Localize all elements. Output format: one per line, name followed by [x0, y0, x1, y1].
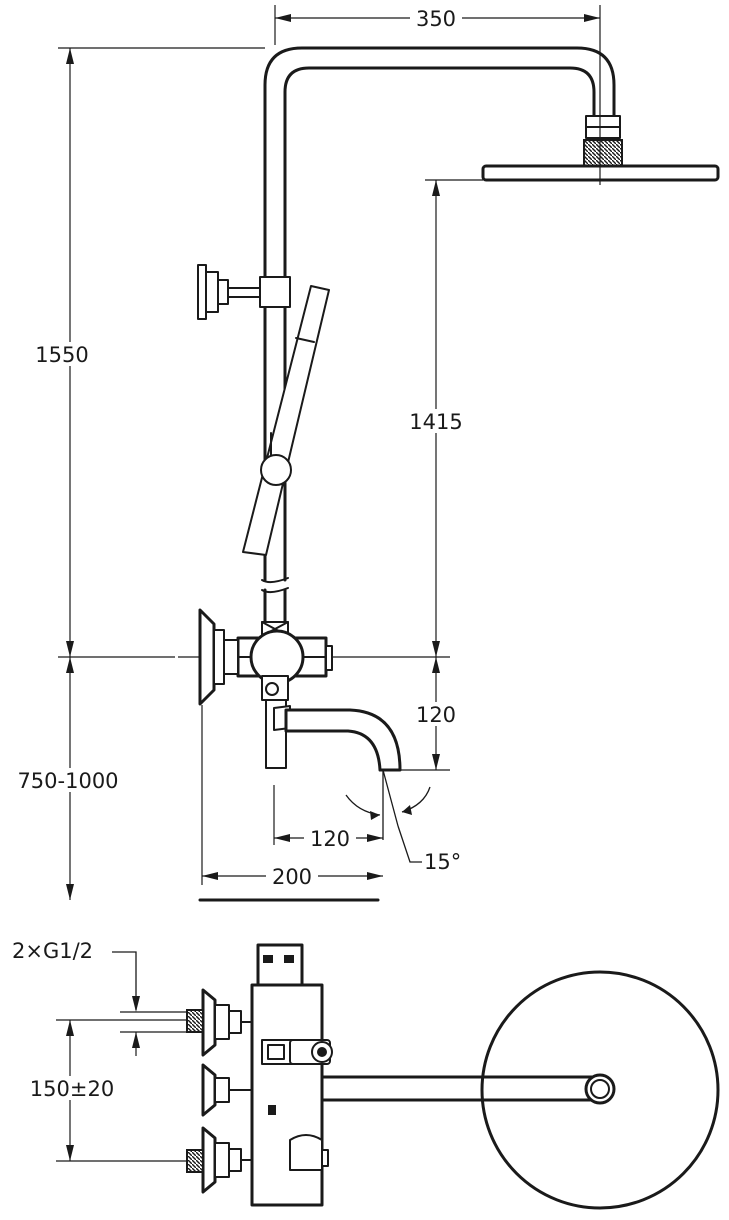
dim-install-750-1000: 750-1000 — [17, 769, 118, 793]
wall-bracket-plate — [197, 264, 207, 320]
plan-dimensions: 2×G1/2 150±20 — [12, 939, 186, 1162]
dim-spacing-150: 150±20 — [30, 1077, 114, 1101]
dim-spout-120: 120 — [310, 827, 350, 851]
shower-arm-outer — [263, 46, 616, 582]
shower-arm-inner — [283, 66, 596, 582]
head-connector-knurl — [583, 139, 623, 167]
bath-spout — [284, 708, 402, 772]
connector-bottom — [186, 1126, 253, 1194]
plan-view — [186, 943, 720, 1210]
dim-head-1415: 1415 — [409, 410, 462, 434]
dim-connections: 2×G1/2 — [12, 939, 93, 963]
front-elevation-view — [197, 46, 720, 863]
wall-flange — [198, 608, 216, 706]
hand-shower-holder — [260, 454, 292, 486]
dim-width-350: 350 — [416, 7, 456, 31]
dim-angle-15: 15° — [424, 850, 461, 874]
connector-top — [186, 988, 253, 1057]
mixer-body-plan — [250, 983, 324, 1207]
connector-middle — [201, 1063, 253, 1117]
slider-clamp — [259, 276, 291, 308]
dim-spout-drop-120: 120 — [416, 703, 456, 727]
dim-spout-200: 200 — [272, 865, 312, 889]
dim-height-1550: 1550 — [35, 343, 88, 367]
front-dimensions: 350 1550 1415 120 750-1000 — [8, 5, 601, 902]
